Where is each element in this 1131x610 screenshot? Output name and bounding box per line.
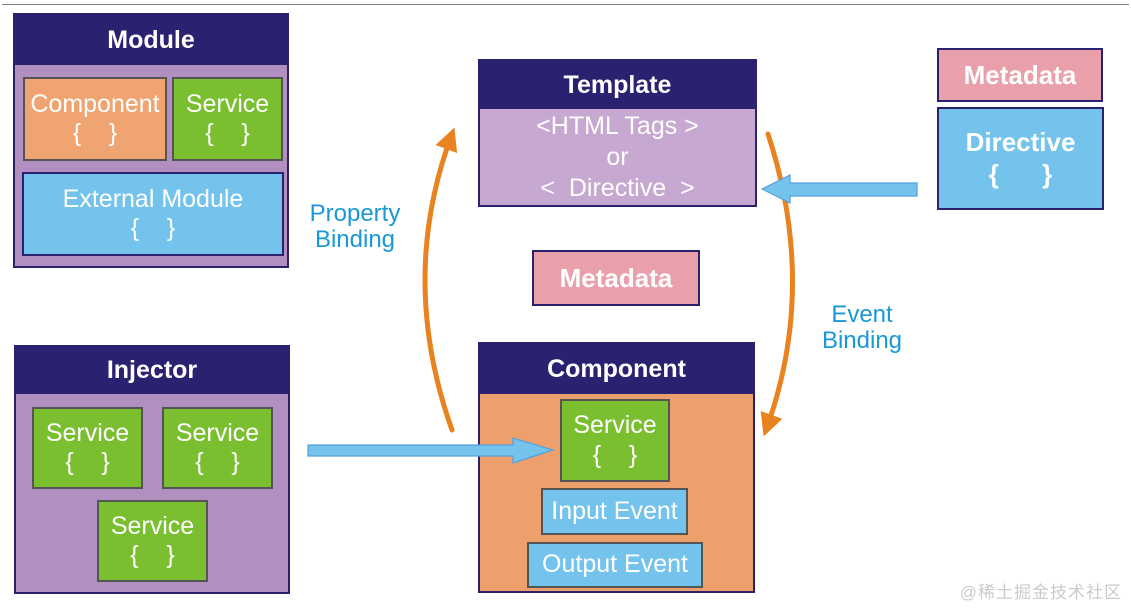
property-binding-label: Property Binding: [296, 201, 414, 253]
injector-service-braces-1: { }: [65, 448, 110, 476]
metadata-right-label: Metadata: [963, 59, 1077, 90]
metadata-center-label: Metadata: [559, 262, 673, 293]
injector-title: Injector: [16, 347, 288, 394]
template-directive-line: < Directive >: [540, 174, 695, 202]
module-component-box: Component { }: [23, 77, 167, 161]
component-service-box: Service { }: [560, 399, 670, 482]
metadata-box-right: Metadata: [937, 48, 1103, 102]
module-service-braces: { }: [205, 119, 250, 147]
injector-box: Injector Service { } Service { } Service…: [14, 345, 290, 594]
component-body: Service { } Input Event Output Event: [480, 394, 753, 591]
template-box: Template <HTML Tags > or < Directive >: [478, 59, 757, 207]
directive-to-template-arrow-icon: [760, 174, 918, 204]
property-binding-line1: Property: [309, 200, 401, 227]
watermark: @稀土掘金技术社区: [959, 583, 1122, 602]
injector-body: Service { } Service { } Service { }: [16, 394, 288, 592]
component-service-label: Service: [573, 411, 657, 439]
module-body: Component { } Service { } External Modul…: [15, 65, 287, 266]
module-component-label: Component: [30, 89, 160, 118]
injector-service-box-3: Service { }: [97, 500, 208, 582]
component-box: Component Service { } Input Event Output…: [478, 342, 755, 593]
event-binding-label: Event Binding: [812, 302, 912, 354]
metadata-box-center: Metadata: [532, 250, 700, 306]
event-binding-curved-arrow-icon: [760, 131, 795, 437]
module-title: Module: [15, 15, 287, 65]
module-component-braces: { }: [72, 119, 118, 147]
injector-service-label-1: Service: [45, 418, 130, 447]
template-or-line: or: [606, 143, 629, 171]
module-external-module-braces: { }: [130, 214, 176, 242]
module-service-box: Service { }: [172, 77, 283, 161]
component-title: Component: [480, 344, 753, 394]
template-html-tags-line: <HTML Tags >: [536, 112, 699, 140]
directive-label: Directive: [965, 127, 1076, 158]
property-binding-line2: Binding: [314, 226, 396, 253]
input-event-label: Input Event: [551, 496, 678, 525]
component-service-braces: { }: [592, 440, 638, 469]
injector-service-braces-3: { }: [130, 541, 175, 569]
injector-service-label-2: Service: [175, 418, 260, 447]
input-event-box: Input Event: [541, 488, 688, 535]
event-binding-line1: Event: [831, 301, 893, 328]
output-event-label: Output Event: [542, 550, 688, 579]
top-divider-line: [2, 4, 1129, 5]
module-box: Module Component { } Service { } Externa…: [13, 13, 289, 268]
module-service-label: Service: [185, 89, 270, 118]
output-event-box: Output Event: [527, 542, 703, 588]
property-binding-curved-arrow-icon: [422, 127, 458, 433]
directive-braces: { }: [988, 158, 1053, 189]
injector-service-label-3: Service: [110, 511, 195, 540]
module-external-module-box: External Module { }: [22, 172, 284, 256]
injector-service-box-2: Service { }: [162, 407, 273, 489]
injector-service-braces-2: { }: [195, 448, 240, 476]
event-binding-line2: Binding: [821, 327, 903, 354]
template-title: Template: [480, 61, 755, 109]
module-external-module-label: External Module: [62, 184, 244, 213]
template-body: <HTML Tags > or < Directive >: [480, 109, 755, 205]
injector-service-box-1: Service { }: [32, 407, 143, 489]
directive-box: Directive { }: [937, 107, 1104, 210]
